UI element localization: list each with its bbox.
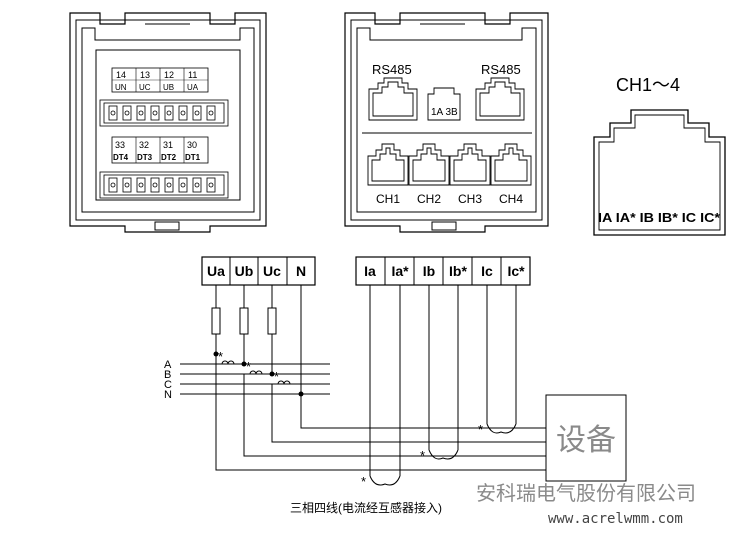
fuse-ub: [239, 307, 249, 335]
top-terminal-label-block: 14 13 12 11 UN UC UB UA: [111, 67, 209, 93]
terminal-name-ub: UB: [163, 83, 174, 92]
center-port: [427, 87, 461, 121]
terminal-name-dt1: DT1: [185, 153, 201, 162]
terminal-number-14: 14: [116, 70, 126, 80]
ct-coil-b: [249, 370, 263, 375]
bus-ct-coils: [221, 360, 291, 385]
terminal-number-13: 13: [140, 70, 150, 80]
terminal-number-33: 33: [115, 140, 125, 150]
polarity-mark-a: *: [218, 349, 223, 364]
jack-detail-outline: [593, 109, 726, 236]
terminal-ua: Ua: [207, 263, 225, 279]
terminal-uc: Uc: [263, 263, 281, 279]
watermark-company: 安科瑞电气股份有限公司: [476, 482, 696, 505]
terminal-ia-star: Ia*: [391, 263, 409, 279]
top-terminal-strip: [99, 99, 229, 127]
ch-jacks: [367, 143, 532, 186]
watermark-url: www.acrelwmm.com: [548, 511, 683, 527]
bottom-terminal-label-block: 33 32 31 30 DT4 DT3 DT2 DT1: [111, 136, 209, 164]
ch4-label: CH4: [499, 192, 523, 206]
terminal-ib: Ib: [423, 263, 435, 279]
terminal-number-31: 31: [163, 140, 173, 150]
voltage-terminal-box: Ua Ub Uc N: [201, 256, 316, 286]
bus-label-c: C: [164, 379, 172, 391]
fuse-uc: [267, 307, 277, 335]
jack-detail-title: CH1～4: [616, 75, 680, 95]
polarity-mark-c: *: [274, 369, 279, 384]
rs485-left-label: RS485: [372, 62, 412, 77]
ct-coil-ia: [369, 475, 401, 486]
bus-label-b: B: [164, 369, 171, 381]
terminal-ib-star: Ib*: [449, 263, 467, 279]
right-module: [344, 12, 549, 233]
terminal-name-un: UN: [115, 83, 127, 92]
terminal-name-ua: UA: [187, 83, 199, 92]
ch3-jack: [449, 143, 491, 186]
polarity-mark-b: *: [246, 359, 251, 374]
terminal-n: N: [296, 263, 306, 279]
ch3-label: CH3: [458, 192, 482, 206]
terminal-name-dt4: DT4: [113, 153, 129, 162]
bus-lines: [180, 363, 330, 395]
rs485-right-jack: [475, 77, 525, 121]
rs485-right-label: RS485: [481, 62, 521, 77]
terminal-name-uc: UC: [139, 83, 151, 92]
polarity-mark-ic: *: [478, 422, 483, 437]
device-box-label: 设备: [556, 424, 616, 457]
diagram-caption: 三相四线(电流经互感器接入): [290, 500, 442, 515]
terminal-number-32: 32: [139, 140, 149, 150]
ct-coil-c: [277, 380, 291, 385]
terminal-name-dt2: DT2: [161, 153, 177, 162]
jack-pin-labels: IA IA* IB IB* IC IC*: [598, 211, 720, 225]
ct-coil-ic: [486, 423, 517, 434]
ch2-jack: [408, 143, 450, 186]
bottom-terminal-strip: [99, 171, 229, 199]
bus-label-n: N: [164, 389, 172, 401]
terminal-number-11: 11: [188, 70, 197, 80]
bus-label-a: A: [164, 359, 172, 371]
terminal-ic-star: Ic*: [507, 263, 525, 279]
ch4-jack: [490, 143, 532, 186]
ch1-label: CH1: [376, 192, 400, 206]
current-wires: [369, 285, 517, 486]
polarity-mark-ia: *: [361, 474, 366, 489]
ch1-jack: [367, 143, 409, 186]
ch2-label: CH2: [417, 192, 441, 206]
ct-coil-a: [221, 360, 235, 365]
terminal-name-dt3: DT3: [137, 153, 153, 162]
terminal-ic: Ic: [481, 263, 493, 279]
jack-detail-inner: [598, 114, 721, 231]
terminal-ia: Ia: [364, 263, 376, 279]
current-terminal-box: Ia Ia* Ib Ib* Ic Ic*: [355, 256, 531, 286]
feeder-lines: [215, 364, 546, 471]
rs485-left-jack: [368, 77, 418, 121]
ct-coil-ib: [428, 449, 459, 460]
terminal-number-12: 12: [164, 70, 174, 80]
terminal-number-30: 30: [187, 140, 197, 150]
center-port-label: 1A 3B: [431, 107, 458, 118]
terminal-ub: Ub: [235, 263, 254, 279]
fuse-ua: [211, 307, 221, 335]
left-module: [69, 12, 267, 233]
device-box: [545, 394, 627, 482]
voltage-wires: [211, 285, 302, 394]
